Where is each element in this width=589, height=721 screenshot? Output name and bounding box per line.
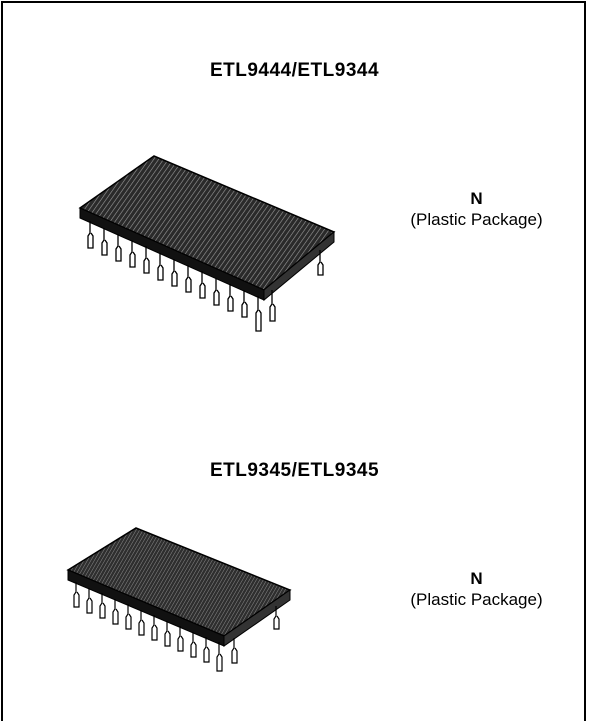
package-description: (Plastic Package) [410, 590, 543, 609]
package-label-1: N (Plastic Package) [384, 188, 569, 230]
package-description: (Plastic Package) [410, 210, 543, 229]
section-title-2: ETL9345/ETL9345 [209, 460, 380, 481]
package-label-2: N (Plastic Package) [384, 568, 569, 610]
package-letter: N [470, 569, 483, 588]
dip-28-plastic-package-icon [78, 155, 336, 332]
section-title-1: ETL9444/ETL9344 [209, 60, 380, 81]
package-letter: N [470, 189, 483, 208]
dip-24-plastic-package-icon [66, 527, 292, 672]
